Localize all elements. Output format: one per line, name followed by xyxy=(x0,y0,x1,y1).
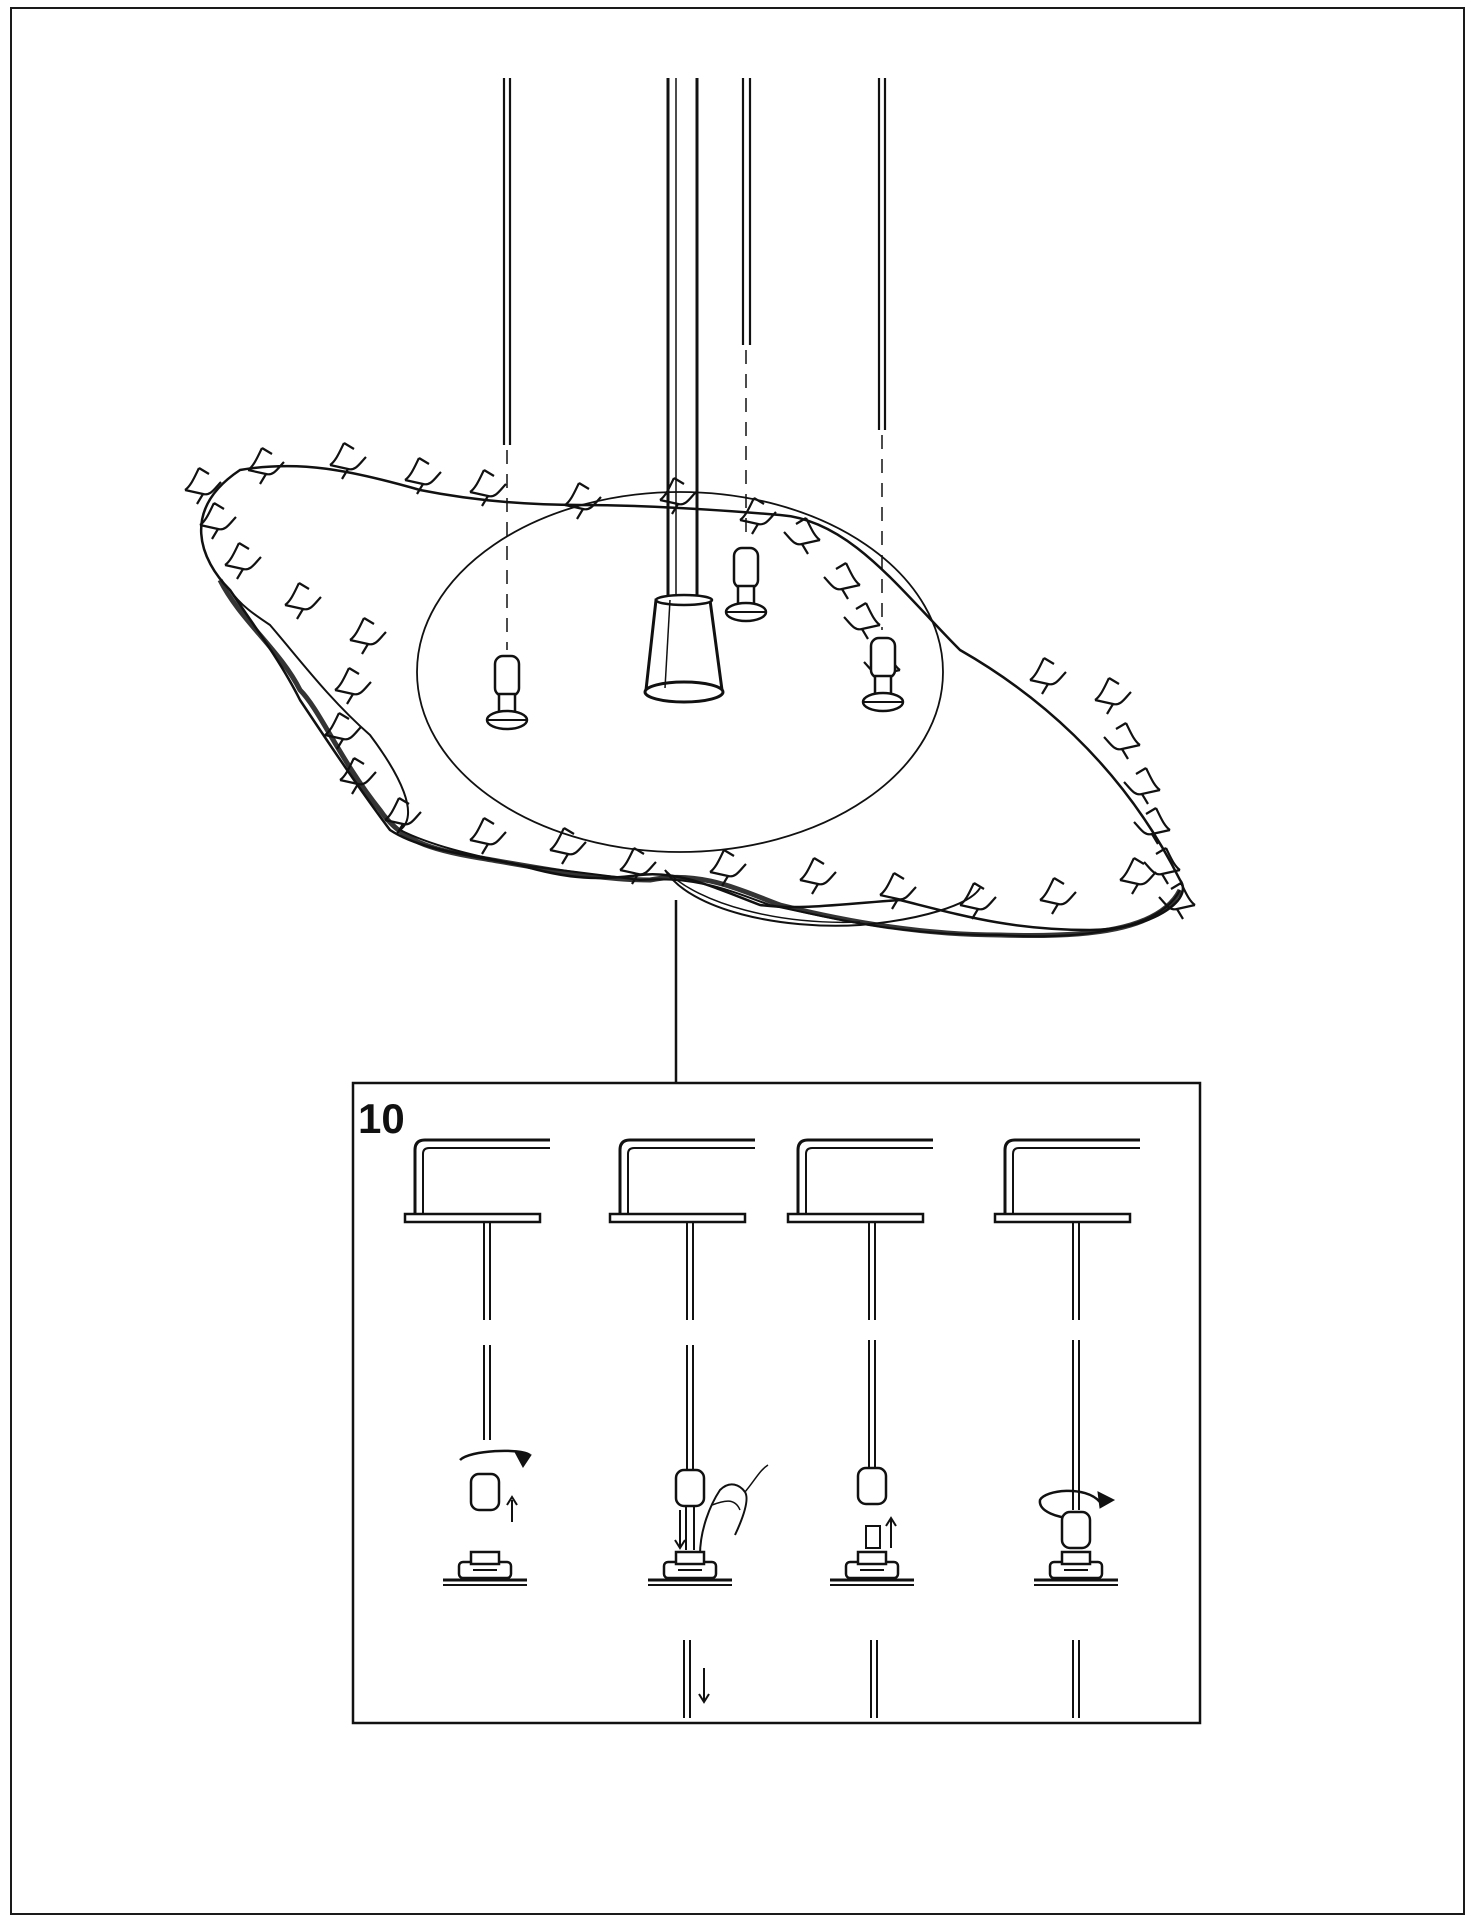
sub-step-3 xyxy=(786,1138,935,1718)
center-cone xyxy=(643,593,725,704)
sub-step-1 xyxy=(403,1138,552,1587)
detail-panel: 10 xyxy=(351,1081,1202,1725)
down-arrow-icon xyxy=(698,1668,710,1704)
page-frame xyxy=(10,7,1465,1915)
sub-step-4 xyxy=(993,1138,1142,1718)
connector-middle xyxy=(724,546,768,623)
cable-group xyxy=(502,78,887,650)
up-arrow-icon xyxy=(885,1516,897,1548)
down-arrow-icon xyxy=(674,1510,686,1550)
up-arrow-icon xyxy=(506,1495,518,1522)
connector-right xyxy=(861,636,905,713)
rotate-arrow-icon xyxy=(459,1449,532,1468)
canopy-plate xyxy=(199,464,1184,939)
finger-press-icon xyxy=(699,1464,769,1556)
sub-step-2 xyxy=(608,1138,769,1718)
rotate-arrow-icon xyxy=(1038,1489,1116,1520)
step-number: 10 xyxy=(358,1095,405,1142)
connector-left xyxy=(485,654,529,731)
